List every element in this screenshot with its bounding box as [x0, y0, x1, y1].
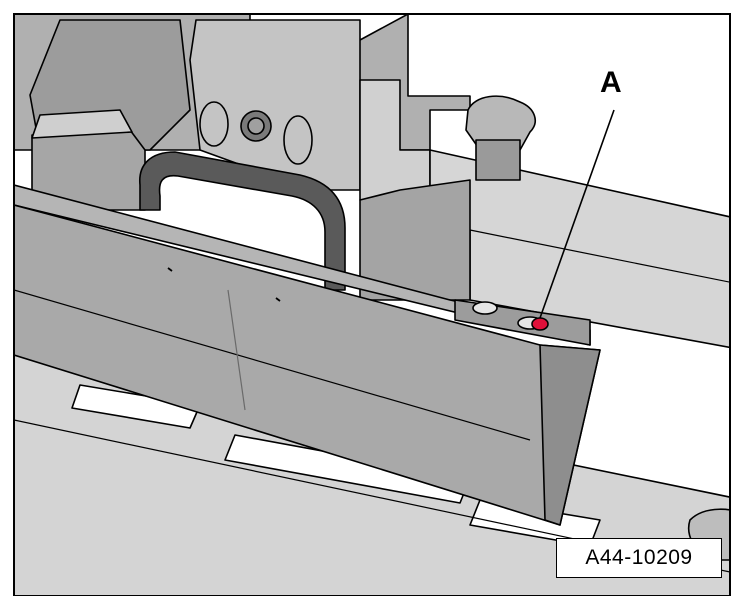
hole-right: [283, 115, 313, 165]
left-column-top: [31, 109, 133, 139]
bolt-inner: [247, 117, 265, 135]
figure-border: [13, 13, 731, 596]
hole-left: [199, 101, 229, 147]
marker-a: [531, 317, 549, 331]
reference-box: A44-10209: [556, 538, 722, 578]
callout-leader: [539, 109, 615, 319]
pin-left: [472, 301, 498, 315]
plate-side-strip: [539, 344, 601, 526]
clamp-post: [475, 139, 521, 181]
clamp-knob: [465, 95, 536, 151]
reference-number: A44-10209: [585, 546, 693, 569]
callout-label-a: A: [600, 66, 622, 99]
